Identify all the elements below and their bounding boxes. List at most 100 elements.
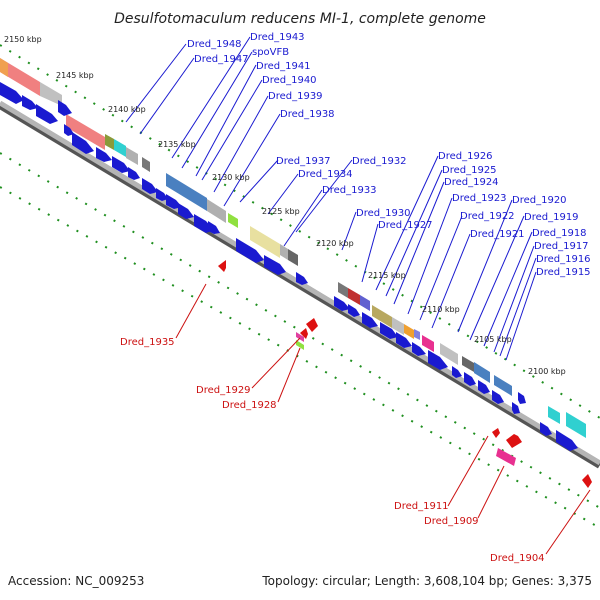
gene-arrow: [208, 221, 220, 234]
gene-arrow: [300, 328, 308, 339]
gene-arrow: [492, 428, 500, 438]
gene-label: Dred_1922: [460, 211, 515, 222]
feature-box: [566, 412, 586, 438]
leader-line: [223, 113, 281, 207]
gene-arrow: [22, 95, 38, 110]
gene-label: Dred_1943: [250, 32, 305, 43]
feature-box: [348, 288, 360, 305]
gene-label: Dred_1921: [470, 229, 525, 240]
gene-label: Dred_1911: [394, 501, 449, 512]
gene-label: spoVFB: [252, 47, 289, 58]
reverse-gene-labels: Dred_1935 Dred_1929 Dred_1928 Dred_1911 …: [120, 337, 545, 564]
feature-box: [142, 157, 150, 172]
feature-box: [404, 324, 414, 339]
feature-box: [422, 335, 434, 352]
map-title: Desulfotomaculum reducens MI-1, complete…: [114, 11, 486, 27]
forward-genes: [0, 82, 578, 451]
gene-arrow: [496, 448, 516, 466]
gene-arrow: [264, 255, 286, 275]
gene-arrow: [334, 296, 350, 311]
feature-box: [338, 282, 348, 298]
leader-line: [447, 435, 489, 507]
gene-arrow: [582, 474, 592, 488]
gene-label: Dred_1935: [120, 337, 175, 348]
gene-arrow: [58, 100, 72, 116]
gene-label: Dred_1916: [536, 254, 591, 265]
gene-arrow: [142, 178, 158, 194]
leader-line: [295, 159, 353, 233]
gene-label: Dred_1937: [276, 156, 331, 167]
tick-label: 2110 kbp: [422, 305, 460, 314]
feature-box: [40, 82, 62, 106]
feature-box: [548, 406, 560, 424]
leader-line: [505, 271, 537, 361]
leader-line: [283, 189, 323, 247]
reverse-leaders: [175, 283, 591, 555]
gene-arrow: [428, 350, 448, 370]
leader-line: [393, 181, 445, 305]
gene-arrow: [0, 82, 24, 104]
gene-arrow: [348, 304, 360, 317]
gene-arrow: [478, 380, 490, 394]
leader-line: [213, 95, 269, 193]
leader-line: [139, 57, 195, 135]
gene-arrow: [306, 318, 318, 332]
gene-label: Dred_1915: [536, 267, 591, 278]
gene-arrow: [464, 372, 476, 386]
feature-box: [494, 375, 512, 396]
tick-labels: 2150 kbp 2145 kbp 2140 kbp 2135 kbp 2130…: [4, 35, 566, 376]
leader-line: [181, 51, 253, 169]
gene-arrow: [218, 260, 226, 272]
tick-label: 2150 kbp: [4, 35, 42, 44]
tick-label: 2120 kbp: [316, 239, 354, 248]
feature-box: [440, 343, 458, 365]
gene-arrow: [36, 104, 58, 124]
gene-label: Dred_1933: [322, 185, 377, 196]
feature-box: [414, 329, 420, 340]
gene-arrow: [96, 147, 112, 162]
feature-box: [280, 244, 288, 260]
gene-arrow: [380, 322, 398, 339]
gene-arrow: [296, 340, 304, 350]
reverse-genes: [218, 260, 592, 488]
gene-arrow: [178, 203, 194, 219]
leader-line: [545, 489, 591, 555]
gene-label: Dred_1930: [356, 208, 411, 219]
leader-line: [175, 283, 207, 339]
leader-line: [477, 465, 505, 519]
feature-box: [0, 58, 8, 77]
gene-label: Dred_1919: [524, 212, 579, 223]
feature-box: [288, 249, 298, 266]
feature-box: [126, 147, 138, 165]
gene-arrow: [396, 332, 412, 348]
forward-leaders: [125, 36, 537, 361]
gene-arrow: [412, 342, 426, 356]
gene-label: Dred_1929: [196, 385, 251, 396]
gene-label: Dred_1939: [268, 91, 323, 102]
tick-label: 2100 kbp: [528, 367, 566, 376]
leader-line: [457, 199, 513, 333]
gene-label: Dred_1925: [442, 165, 497, 176]
gene-arrow: [156, 188, 168, 201]
leader-line: [341, 211, 357, 251]
gene-arrow: [112, 156, 130, 173]
feature-box: [0, 58, 40, 96]
leader-line: [125, 43, 187, 123]
gene-arrow: [64, 124, 74, 136]
gene-label: Dred_1923: [452, 193, 507, 204]
feature-box: [207, 199, 226, 223]
feature-box: [105, 134, 114, 150]
forward-gene-labels: Dred_1948 Dred_1947 Dred_1943 spoVFB Dre…: [187, 32, 591, 278]
gene-arrow: [72, 132, 94, 154]
leader-line: [483, 231, 533, 347]
gene-label: Dred_1938: [280, 109, 335, 120]
feature-box: [372, 305, 392, 328]
gene-label: Dred_1909: [424, 516, 479, 527]
accession-text: Accession: NC_009253: [8, 574, 144, 588]
gene-arrow: [236, 238, 264, 263]
gene-label: Dred_1917: [534, 241, 589, 252]
gene-arrow: [556, 430, 578, 451]
feature-box: [474, 362, 490, 383]
gene-label: Dred_1948: [187, 39, 242, 50]
